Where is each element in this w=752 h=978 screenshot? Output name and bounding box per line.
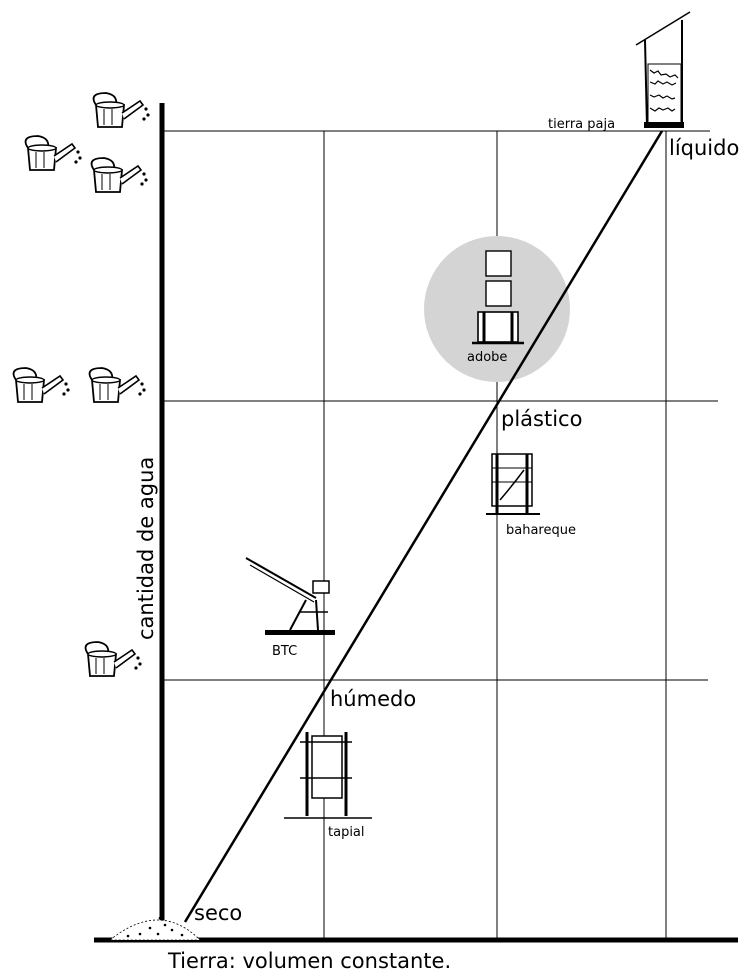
watering-can-icon [12, 367, 71, 403]
watering-can-icon [90, 157, 149, 193]
adobe-icon [472, 250, 524, 345]
x-axis-label: Tierra: volumen constante. [167, 949, 451, 973]
state-label-humid: húmedo [330, 687, 416, 711]
rammed-earth-formwork-icon [284, 732, 372, 819]
watering-can-icon [24, 135, 83, 171]
watering-can-icon [92, 92, 151, 128]
state-label-plastic: plástico [501, 407, 582, 431]
compressed-block-press-icon [245, 557, 335, 635]
light-earth-formwork-icon [635, 11, 691, 128]
technique-label-rammed-earth: tapial [328, 825, 365, 840]
moisture-line [183, 130, 664, 923]
technique-label-adobe: adobe [467, 350, 507, 365]
y-axis-label: cantidad de agua [134, 457, 158, 640]
technique-label-wattle-and-daub: bahareque [506, 523, 576, 538]
watering-can-icon [88, 367, 147, 403]
soil-pile-icon [108, 916, 201, 941]
technique-label-light-earth: tierra paja [548, 117, 615, 132]
wattle-and-daub-icon [486, 453, 540, 515]
technique-label-compressed-block: BTC [272, 644, 297, 659]
state-label-liquid: líquido [669, 136, 739, 160]
state-label-dry: seco [194, 901, 242, 925]
watering-can-icon [84, 641, 143, 677]
